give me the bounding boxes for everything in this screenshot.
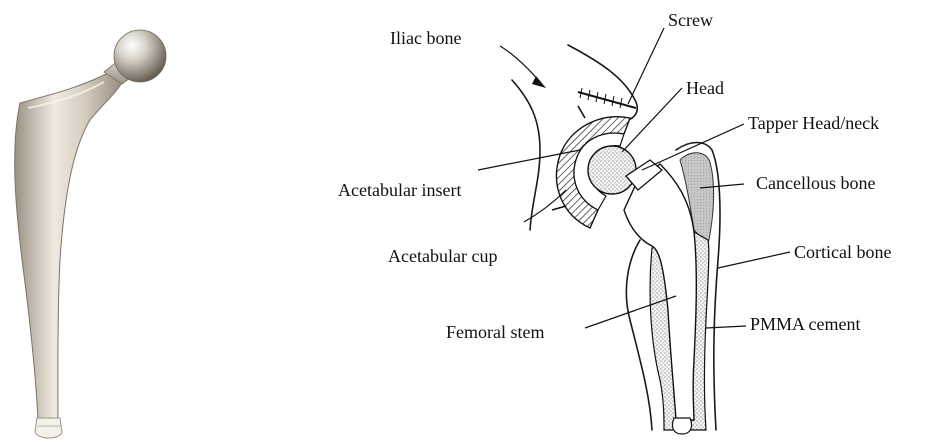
femur-cortical-outline — [626, 240, 652, 430]
label-acetabular-insert: Acetabular insert — [338, 180, 461, 200]
implant-stem — [15, 66, 128, 420]
label-femoral-stem: Femoral stem — [446, 322, 544, 342]
label-screw: Screw — [668, 10, 713, 30]
hip-joint-cross-section: Iliac bone Screw Head Tapper Head/neck A… — [338, 10, 891, 434]
label-iliac-bone: Iliac bone — [390, 28, 461, 48]
femoral-head — [588, 146, 636, 194]
label-tapper-head-neck: Tapper Head/neck — [748, 113, 879, 133]
label-acetabular-cup: Acetabular cup — [388, 246, 497, 266]
screw-icon — [578, 88, 636, 108]
implant-ball-head — [114, 30, 166, 82]
label-head: Head — [686, 78, 724, 98]
label-cortical-bone: Cortical bone — [794, 242, 891, 262]
iliac-bone-outline — [512, 80, 540, 230]
implant-tip-cap — [35, 418, 62, 438]
label-cancellous-bone: Cancellous bone — [756, 173, 875, 193]
label-pmma-cement: PMMA cement — [750, 314, 861, 334]
hip-implant-photo — [15, 30, 166, 438]
